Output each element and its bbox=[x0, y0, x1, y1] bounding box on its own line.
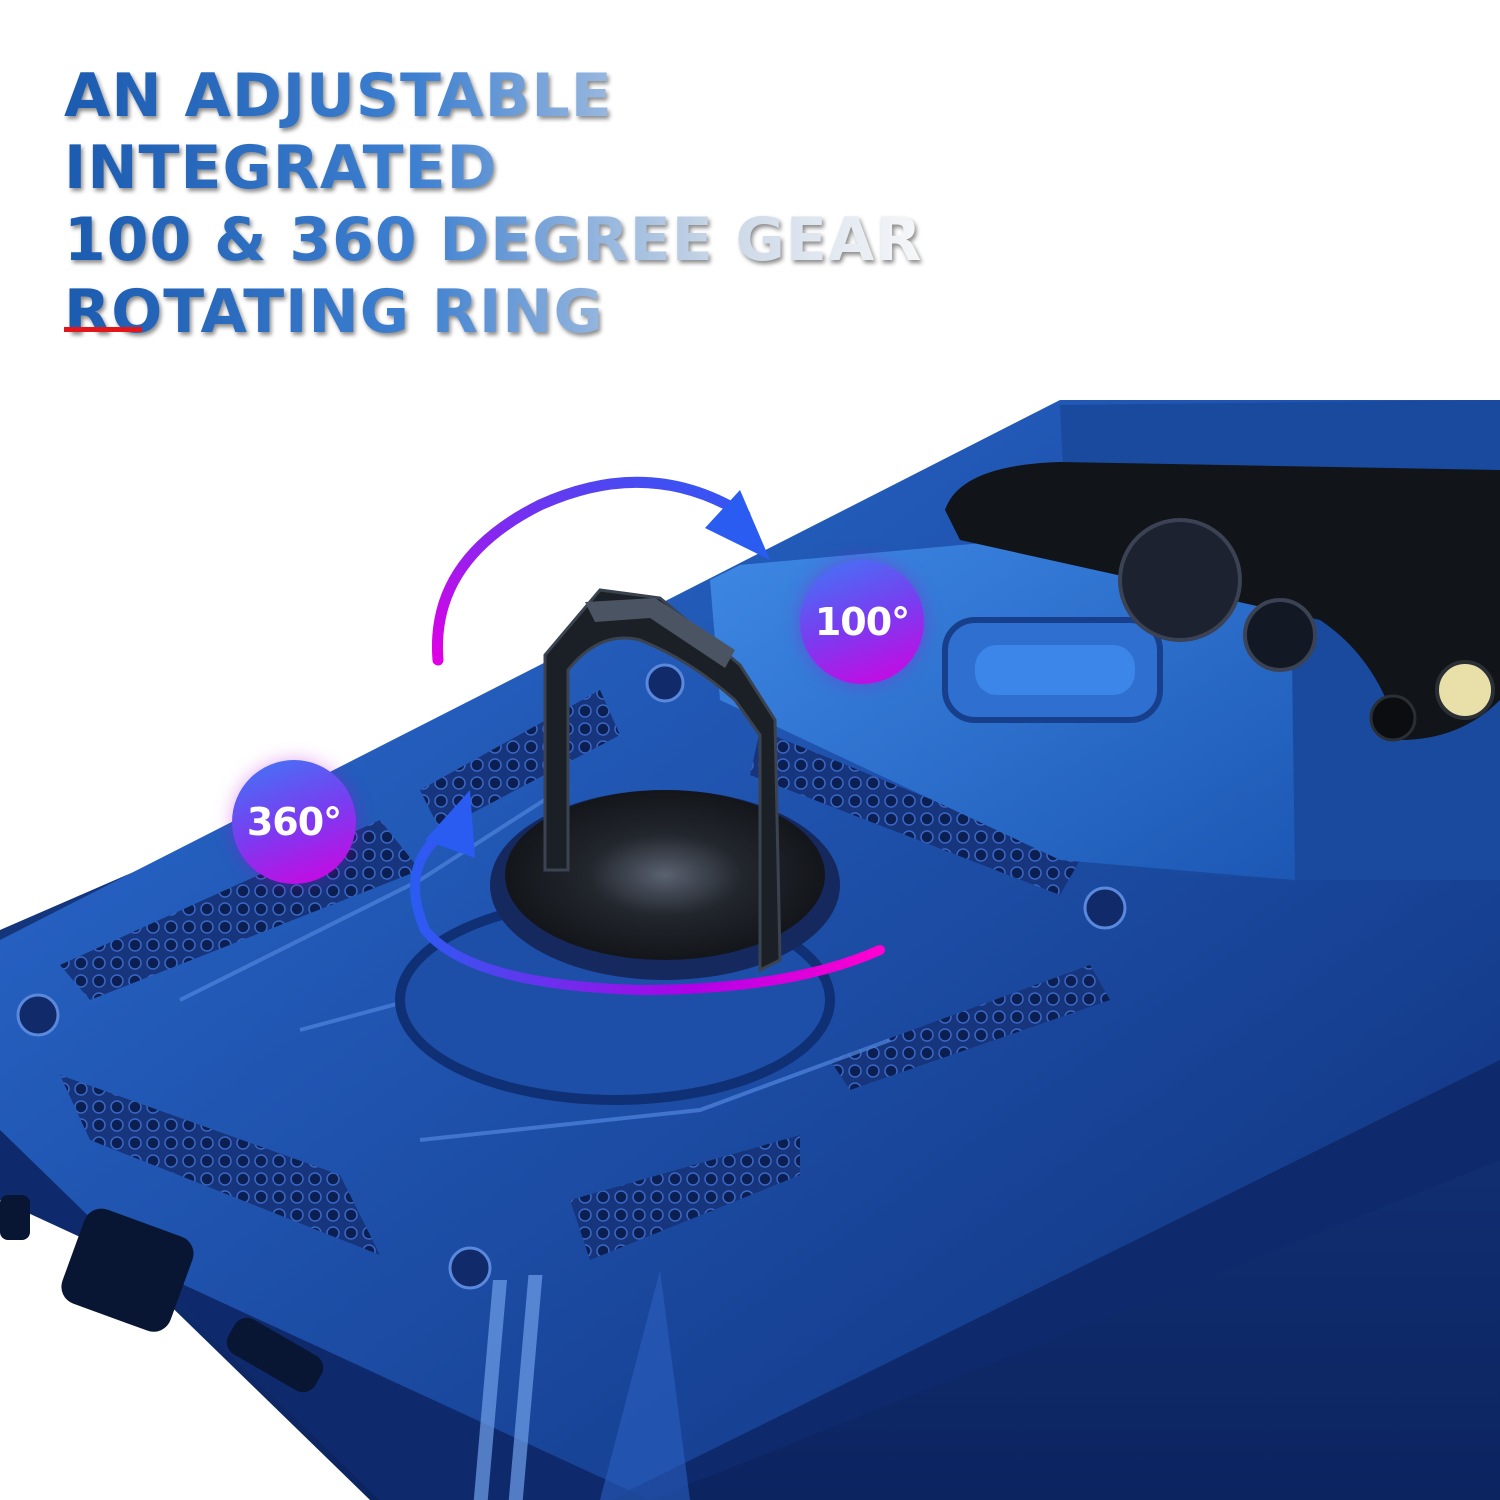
rotation-arrow-360 bbox=[410, 790, 885, 996]
badge-360-label: 360° bbox=[246, 800, 342, 844]
camera-bar bbox=[945, 462, 1500, 742]
screws bbox=[16, 663, 1127, 1290]
rotation-arrow-100 bbox=[431, 476, 770, 666]
grip-panels bbox=[60, 690, 1110, 1260]
badge-100-label: 100° bbox=[814, 600, 910, 644]
ring-stand bbox=[395, 588, 840, 1105]
badge-360-degree: 360° bbox=[232, 760, 356, 884]
badge-100-degree: 100° bbox=[800, 560, 924, 684]
accent-bar bbox=[64, 327, 142, 332]
